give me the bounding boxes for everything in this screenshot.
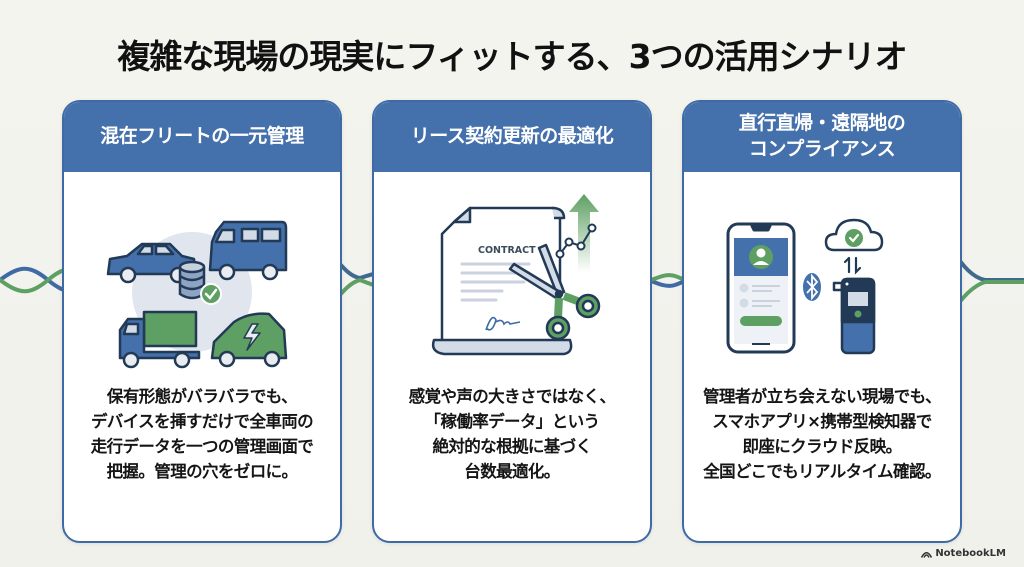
bluetooth-icon (803, 273, 821, 301)
truck-icon (118, 310, 201, 369)
description-line: 台数最適化。 (464, 462, 560, 481)
van-icon (208, 220, 288, 281)
card-header: 直行直帰・遠隔地の コンプライアンス (684, 102, 960, 172)
sync-arrows-icon (843, 256, 862, 275)
card-title: リース契約更新の最適化 (410, 125, 614, 148)
breathalyzer-icon (832, 277, 876, 355)
smartphone-icon (726, 222, 796, 354)
cloud-check-icon (824, 218, 884, 252)
notebooklm-logo-icon (921, 551, 933, 558)
contract-label: CONTRACT (478, 245, 536, 256)
description-line: 即座にクラウド反映。 (742, 437, 902, 456)
scenario-card-lease: リース契約更新の最適化 CONTRACT (372, 100, 652, 543)
fleet-illustration (64, 172, 340, 382)
card-title-line: 直行直帰・遠隔地の (738, 112, 906, 135)
compliance-illustration (684, 172, 960, 382)
card-title: 混在フリートの一元管理 (100, 125, 304, 148)
card-description: 保有形態がバラバラでも、 デバイスを挿すだけで全車両の 走行データを一つの管理画… (64, 384, 340, 484)
description-line: スマホアプリ×携帯型検知器で (712, 412, 932, 431)
description-line: 「稼働率データ」という (424, 412, 601, 431)
description-line: デバイスを挿すだけで全車両の (90, 412, 314, 431)
signature-icon (485, 316, 521, 331)
electric-car-icon (210, 312, 288, 368)
check-badge-icon (200, 283, 222, 305)
description-line: 絶対的な根拠に基づく (432, 437, 592, 456)
up-arrow-icon (569, 194, 599, 272)
scenario-card-compliance: 直行直帰・遠隔地の コンプライアンス (682, 100, 962, 543)
brand-label: NotebookLM (935, 548, 1006, 559)
description-line: 感覚や声の大きさではなく、 (408, 387, 616, 406)
card-header: リース契約更新の最適化 (374, 102, 650, 172)
description-line: 把握。管理の穴をゼロに。 (106, 462, 298, 481)
trend-chart-icon (555, 223, 597, 259)
card-header: 混在フリートの一元管理 (64, 102, 340, 172)
description-line: 保有形態がバラバラでも、 (106, 387, 298, 406)
scissors-icon (508, 243, 601, 341)
database-icon (178, 260, 206, 300)
card-title: 直行直帰・遠隔地の コンプライアンス (739, 111, 906, 162)
scenario-card-fleet: 混在フリートの一元管理 (62, 100, 342, 543)
card-description: 管理者が立ち会えない現場でも、 スマホアプリ×携帯型検知器で 即座にクラウド反映… (684, 384, 960, 484)
contract-document-icon (431, 206, 573, 356)
lease-illustration: CONTRACT (374, 172, 650, 382)
page-title: 複雑な現場の現実にフィットする、3つの活用シナリオ (117, 37, 907, 76)
card-description: 感覚や声の大きさではなく、 「稼働率データ」という 絶対的な根拠に基づく 台数最… (374, 384, 650, 484)
description-line: 管理者が立ち会えない現場でも、 (702, 387, 942, 406)
description-line: 走行データを一つの管理画面で (90, 437, 314, 456)
car-icon (106, 242, 198, 284)
description-line: 全国どこでもリアルタイム確認。 (703, 462, 941, 481)
notebooklm-watermark: NotebookLM (921, 548, 1006, 559)
card-title-line: コンプライアンス (748, 138, 896, 160)
